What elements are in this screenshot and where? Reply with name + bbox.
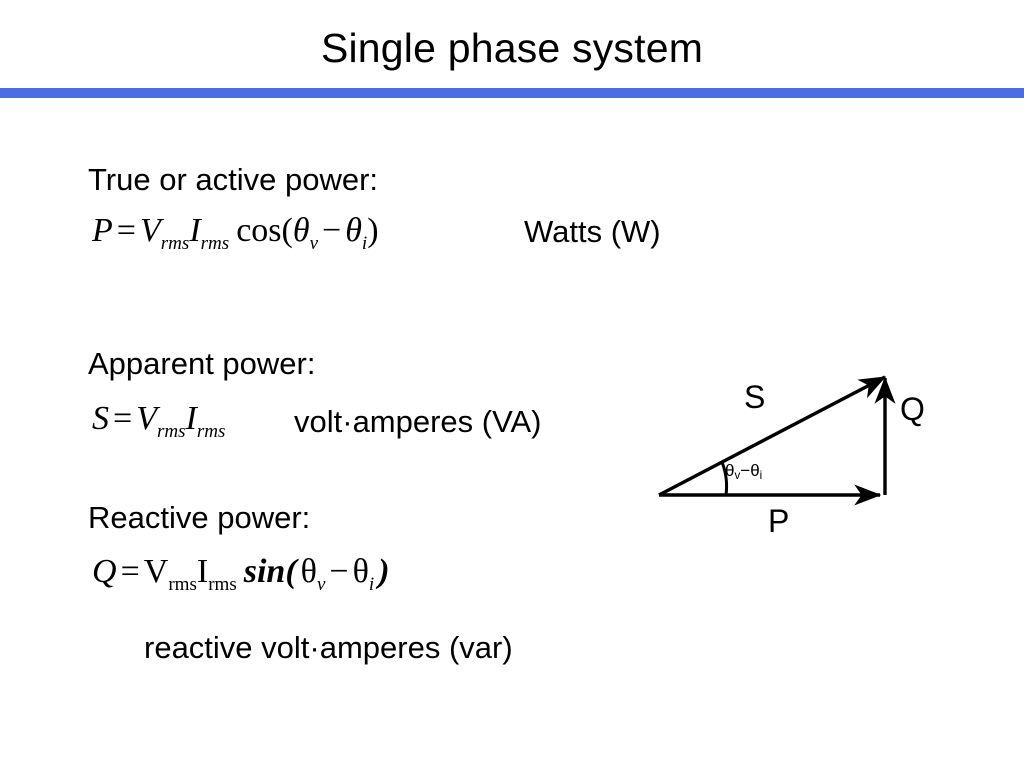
power-triangle-diagram: S Q P θv−θi: [640, 352, 970, 552]
formula-symbol-i: I: [196, 553, 209, 590]
formula-symbol-i: I: [185, 400, 197, 437]
formula-minus-sign: −: [322, 212, 342, 249]
formula-symbol-i: I: [189, 212, 201, 249]
formula-symbol-p: P: [92, 212, 113, 249]
formula-close-paren: ): [367, 212, 379, 249]
formula-sin-operator: sin: [243, 553, 286, 590]
angle-difference-label: θv−θi: [725, 461, 763, 483]
formula-close-paren: ): [378, 553, 390, 590]
formula-theta-i-subscript: i: [368, 573, 375, 595]
apparent-power-heading: Apparent power:: [88, 346, 316, 381]
true-power-heading: True or active power:: [88, 162, 379, 197]
vector-s-arrow: [658, 375, 887, 497]
apparent-power-unit-label: volt·amperes (VA): [294, 404, 542, 439]
formula-open-paren: (: [285, 553, 297, 590]
angle-theta-i: θ: [750, 461, 760, 480]
formula-theta-v: θ: [300, 553, 317, 590]
angle-theta-v-subscript: v: [734, 470, 741, 483]
angle-theta-i-subscript: i: [759, 470, 763, 483]
formula-theta-v-subscript: v: [316, 573, 326, 595]
reactive-power-unit-label: reactive volt·amperes (var): [144, 630, 513, 665]
vector-p-label: P: [768, 503, 790, 539]
angle-minus-sign: −: [740, 461, 751, 480]
formula-symbol-v: V: [136, 400, 157, 437]
true-power-unit-label: Watts (W): [524, 214, 661, 249]
formula-theta-i: θ: [345, 212, 362, 249]
vector-q-label: Q: [900, 391, 925, 427]
formula-equals-sign: =: [120, 553, 140, 590]
formula-i-subscript: rms: [200, 232, 230, 254]
formula-open-paren: (: [281, 212, 293, 249]
formula-v-subscript: rms: [168, 573, 197, 595]
formula-theta-i-subscript: i: [361, 232, 368, 254]
formula-cos-operator: cos: [236, 212, 282, 249]
vector-s-label: S: [744, 379, 766, 415]
angle-theta-v: θ: [725, 461, 735, 480]
apparent-power-formula: S=VrmsIrms: [92, 400, 225, 441]
reactive-power-heading: Reactive power:: [88, 500, 311, 535]
formula-equals-sign: =: [113, 400, 133, 437]
formula-theta-v: θ: [292, 212, 310, 249]
formula-minus-sign: −: [329, 553, 349, 590]
formula-symbol-q: Q: [92, 553, 117, 590]
formula-v-subscript: rms: [160, 232, 190, 254]
title-divider-rule: [0, 88, 1024, 98]
formula-symbol-s: S: [92, 400, 109, 437]
formula-symbol-v: V: [139, 212, 161, 249]
formula-theta-v-subscript: v: [309, 232, 319, 254]
formula-equals-sign: =: [116, 212, 136, 249]
formula-i-subscript: rms: [196, 420, 226, 442]
power-triangle-svg: [658, 375, 896, 506]
formula-i-subscript: rms: [208, 573, 237, 595]
formula-symbol-v: V: [143, 553, 169, 590]
formula-theta-i: θ: [352, 553, 369, 590]
angle-arc: [720, 461, 729, 496]
page-title: Single phase system: [320, 25, 704, 71]
formula-v-subscript: rms: [156, 420, 186, 442]
